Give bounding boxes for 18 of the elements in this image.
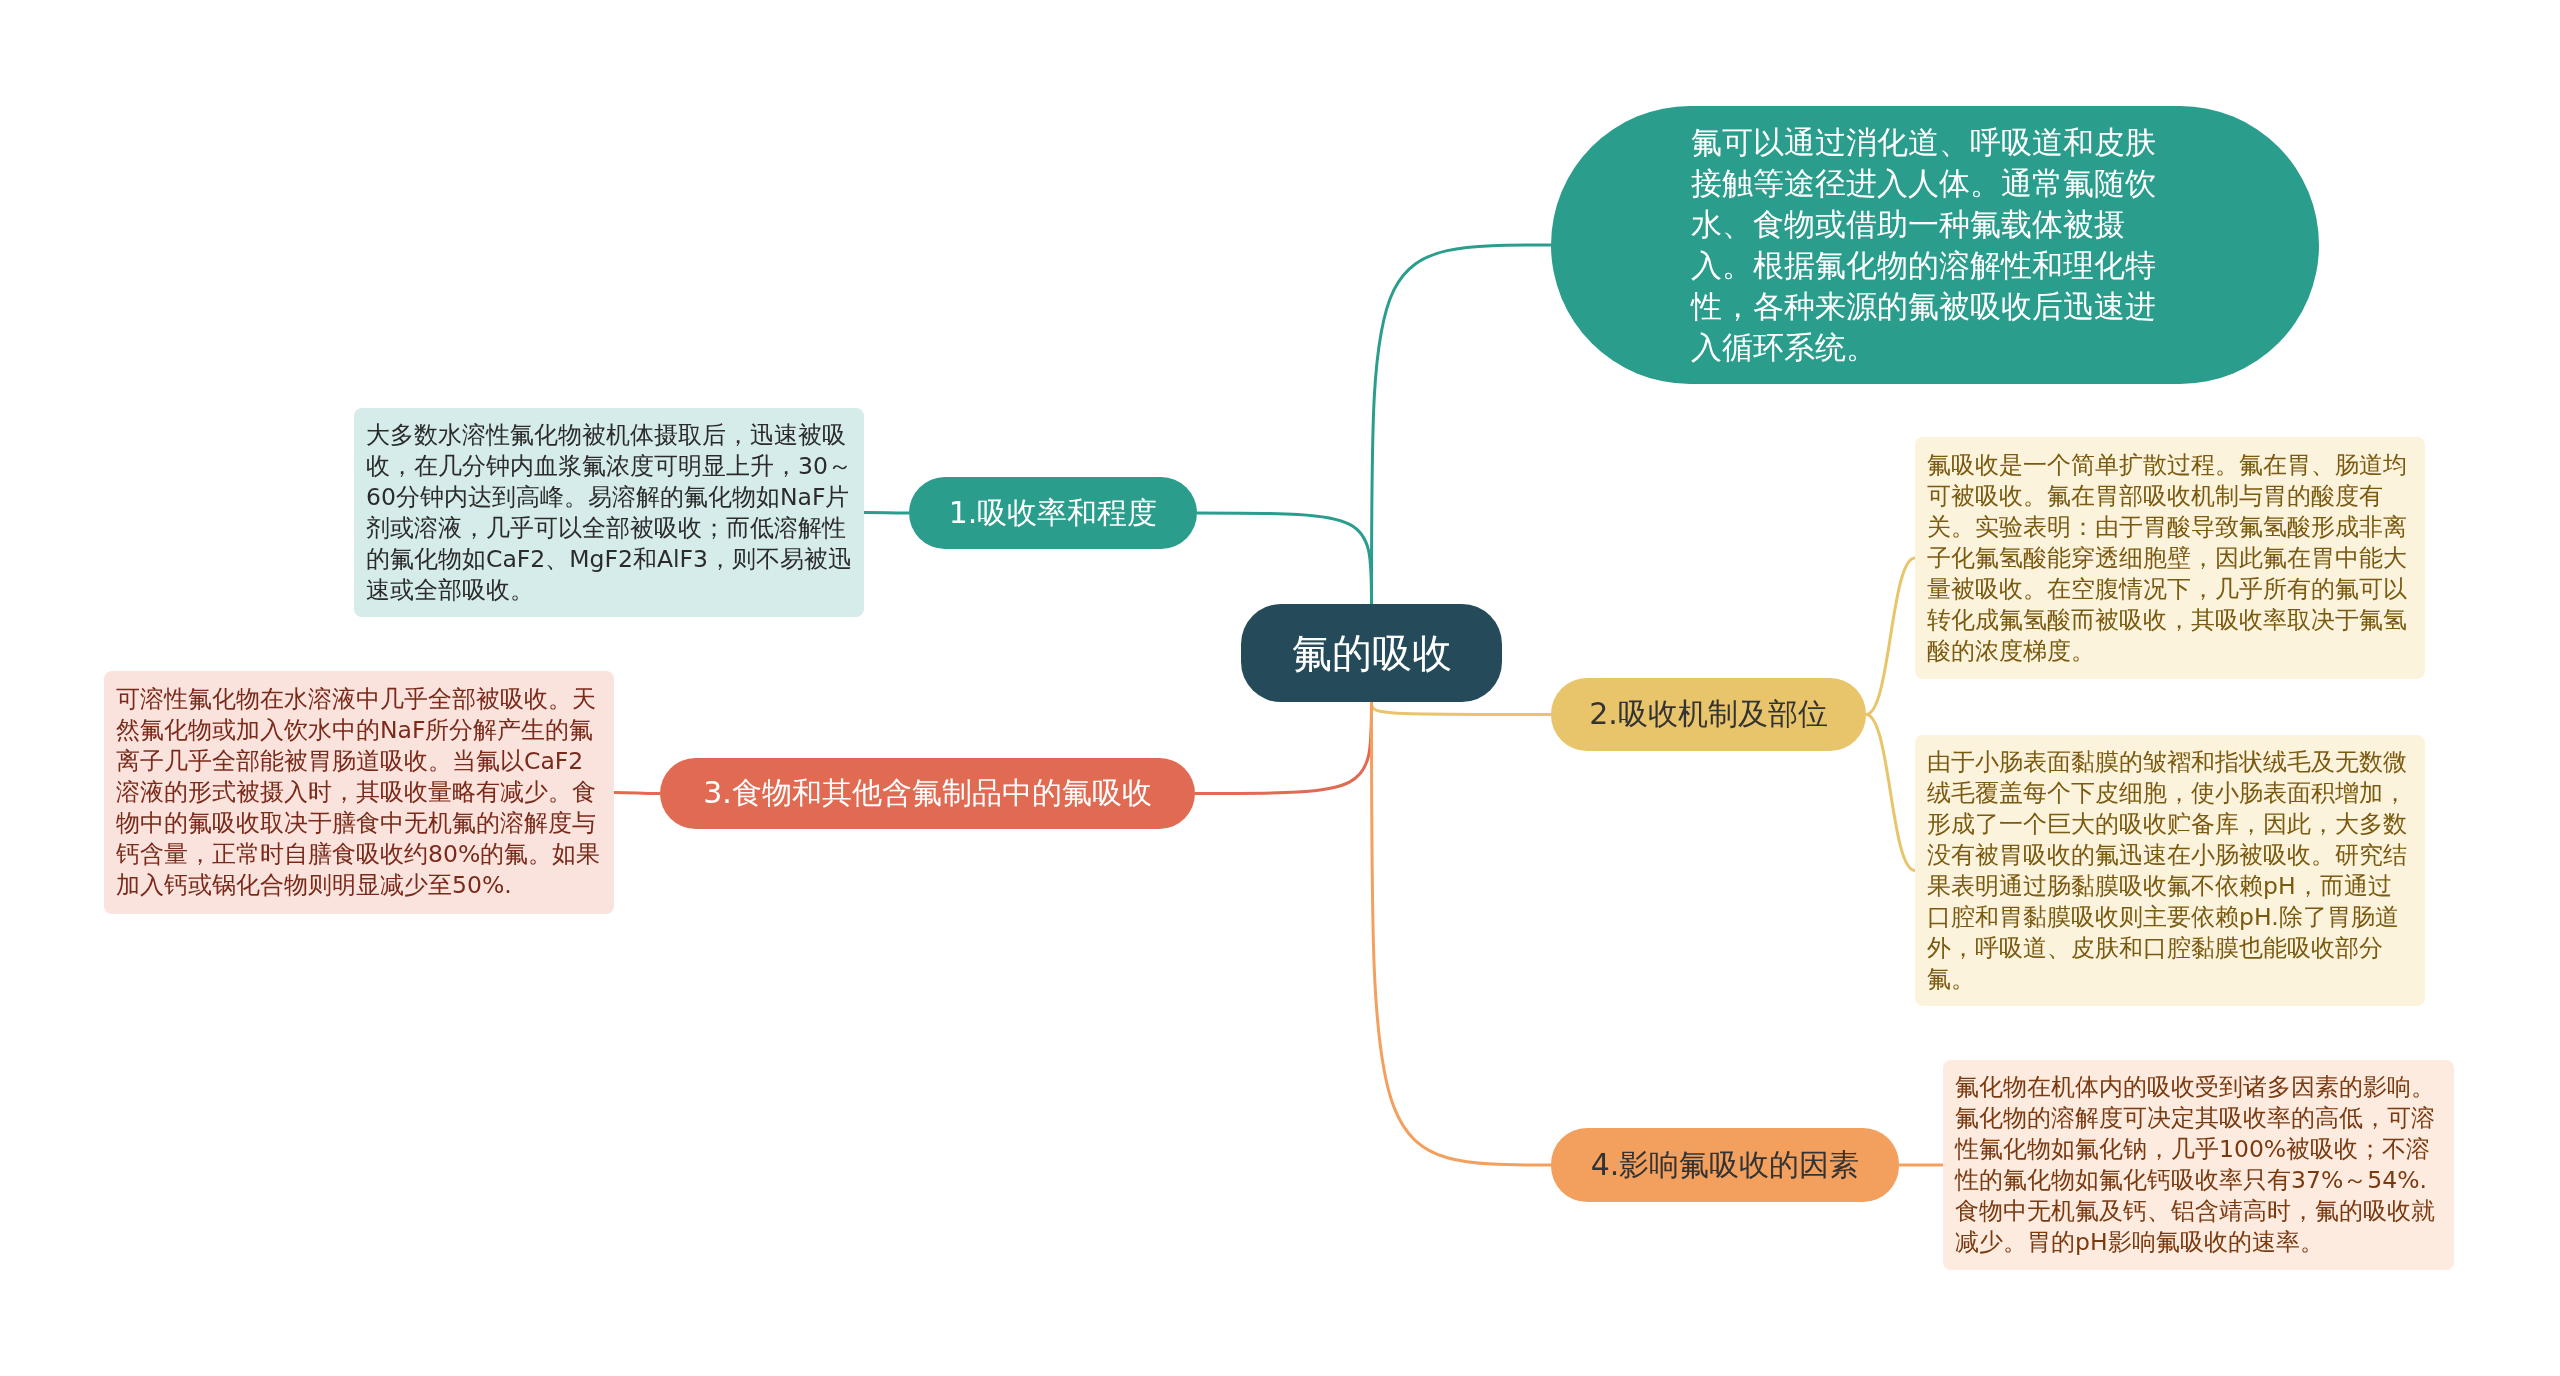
note-box: 氟吸收是一个简单扩散过程。氟在胃、肠道均可被吸收。氟在胃部吸收机制与胃的酸度有关。实验表明：由于胃酸导致氟氢酸形成非离子化氟氢酸能穿透细胞壁，因此氟在胃中能大量被吸收。在空腹情况下，几乎所有的氟可以转化成氟氢酸而被吸收，其吸收率取决于氟氢酸的浓度梯度。	[1915, 437, 2425, 679]
connector	[1370, 702, 1551, 1167]
branch-topic: 2.吸收机制及部位	[1551, 678, 1866, 751]
topic-bubble: 氟可以通过消化道、呼吸道和皮肤接触等途径进入人体。通常氟随饮水、食物或借助一种氟载体被摄入。根据氟化物的溶解性和理化特性，各种来源的氟被吸收后迅速进入循环系统。	[1551, 106, 2319, 384]
connector	[1865, 713, 1916, 872]
branch-topic: 4.影响氟吸收的因素	[1551, 1128, 1899, 1202]
connector	[1197, 511, 1373, 604]
note-box: 氟化物在机体内的吸收受到诸多因素的影响。氟化物的溶解度可决定其吸收率的高低，可溶性氟化物如氟化钠，几乎100%被吸收；不溶性的氟化物如氟化钙吸收率只有37%～54%.食物中无机氟及钙、铝含靖高时，氟的吸收就减少。胃的pH影响氟吸收的速率。	[1943, 1060, 2454, 1270]
connector	[1865, 556, 1916, 716]
branch-topic: 1.吸收率和程度	[909, 477, 1197, 549]
connector	[864, 511, 909, 515]
connector	[1899, 1163, 1943, 1167]
note-box: 可溶性氟化物在水溶液中几乎全部被吸收。天然氟化物或加入饮水中的NaF所分解产生的氟离子几乎全部能被胃肠道吸收。当氟以CaF2溶液的形式被摄入时，其吸收量略有减少。食物中的氟吸收取决于膳食中无机氟的溶解度与钙含量，正常时自膳食吸收约80%的氟。如果加入钙或锅化合物则明显减少至50%.	[104, 671, 614, 914]
branch-topic: 3.食物和其他含氟制品中的氟吸收	[660, 758, 1195, 829]
note-box: 大多数水溶性氟化物被机体摄取后，迅速被吸收，在几分钟内血浆氟浓度可明显上升，30～60分钟内达到高峰。易溶解的氟化物如NaF片剂或溶液，几乎可以全部被吸收；而低溶解性的氟化物如CaF2、MgF2和AlF3，则不易被迅速或全部吸收。	[354, 408, 864, 617]
connector	[614, 791, 660, 795]
central-topic: 氟的吸收	[1241, 604, 1502, 702]
note-box: 由于小肠表面黏膜的皱褶和指状绒毛及无数微绒毛覆盖每个下皮细胞，使小肠表面积增加，形成了一个巨大的吸收贮备库，因此，大多数没有被胃吸收的氟迅速在小肠被吸收。研究结果表明通过肠黏膜吸收氟不依赖pH，而通过口腔和胃黏膜吸收则主要依赖pH.除了胃肠道外，呼吸道、皮肤和口腔黏膜也能吸收部分氟。	[1915, 735, 2425, 1006]
